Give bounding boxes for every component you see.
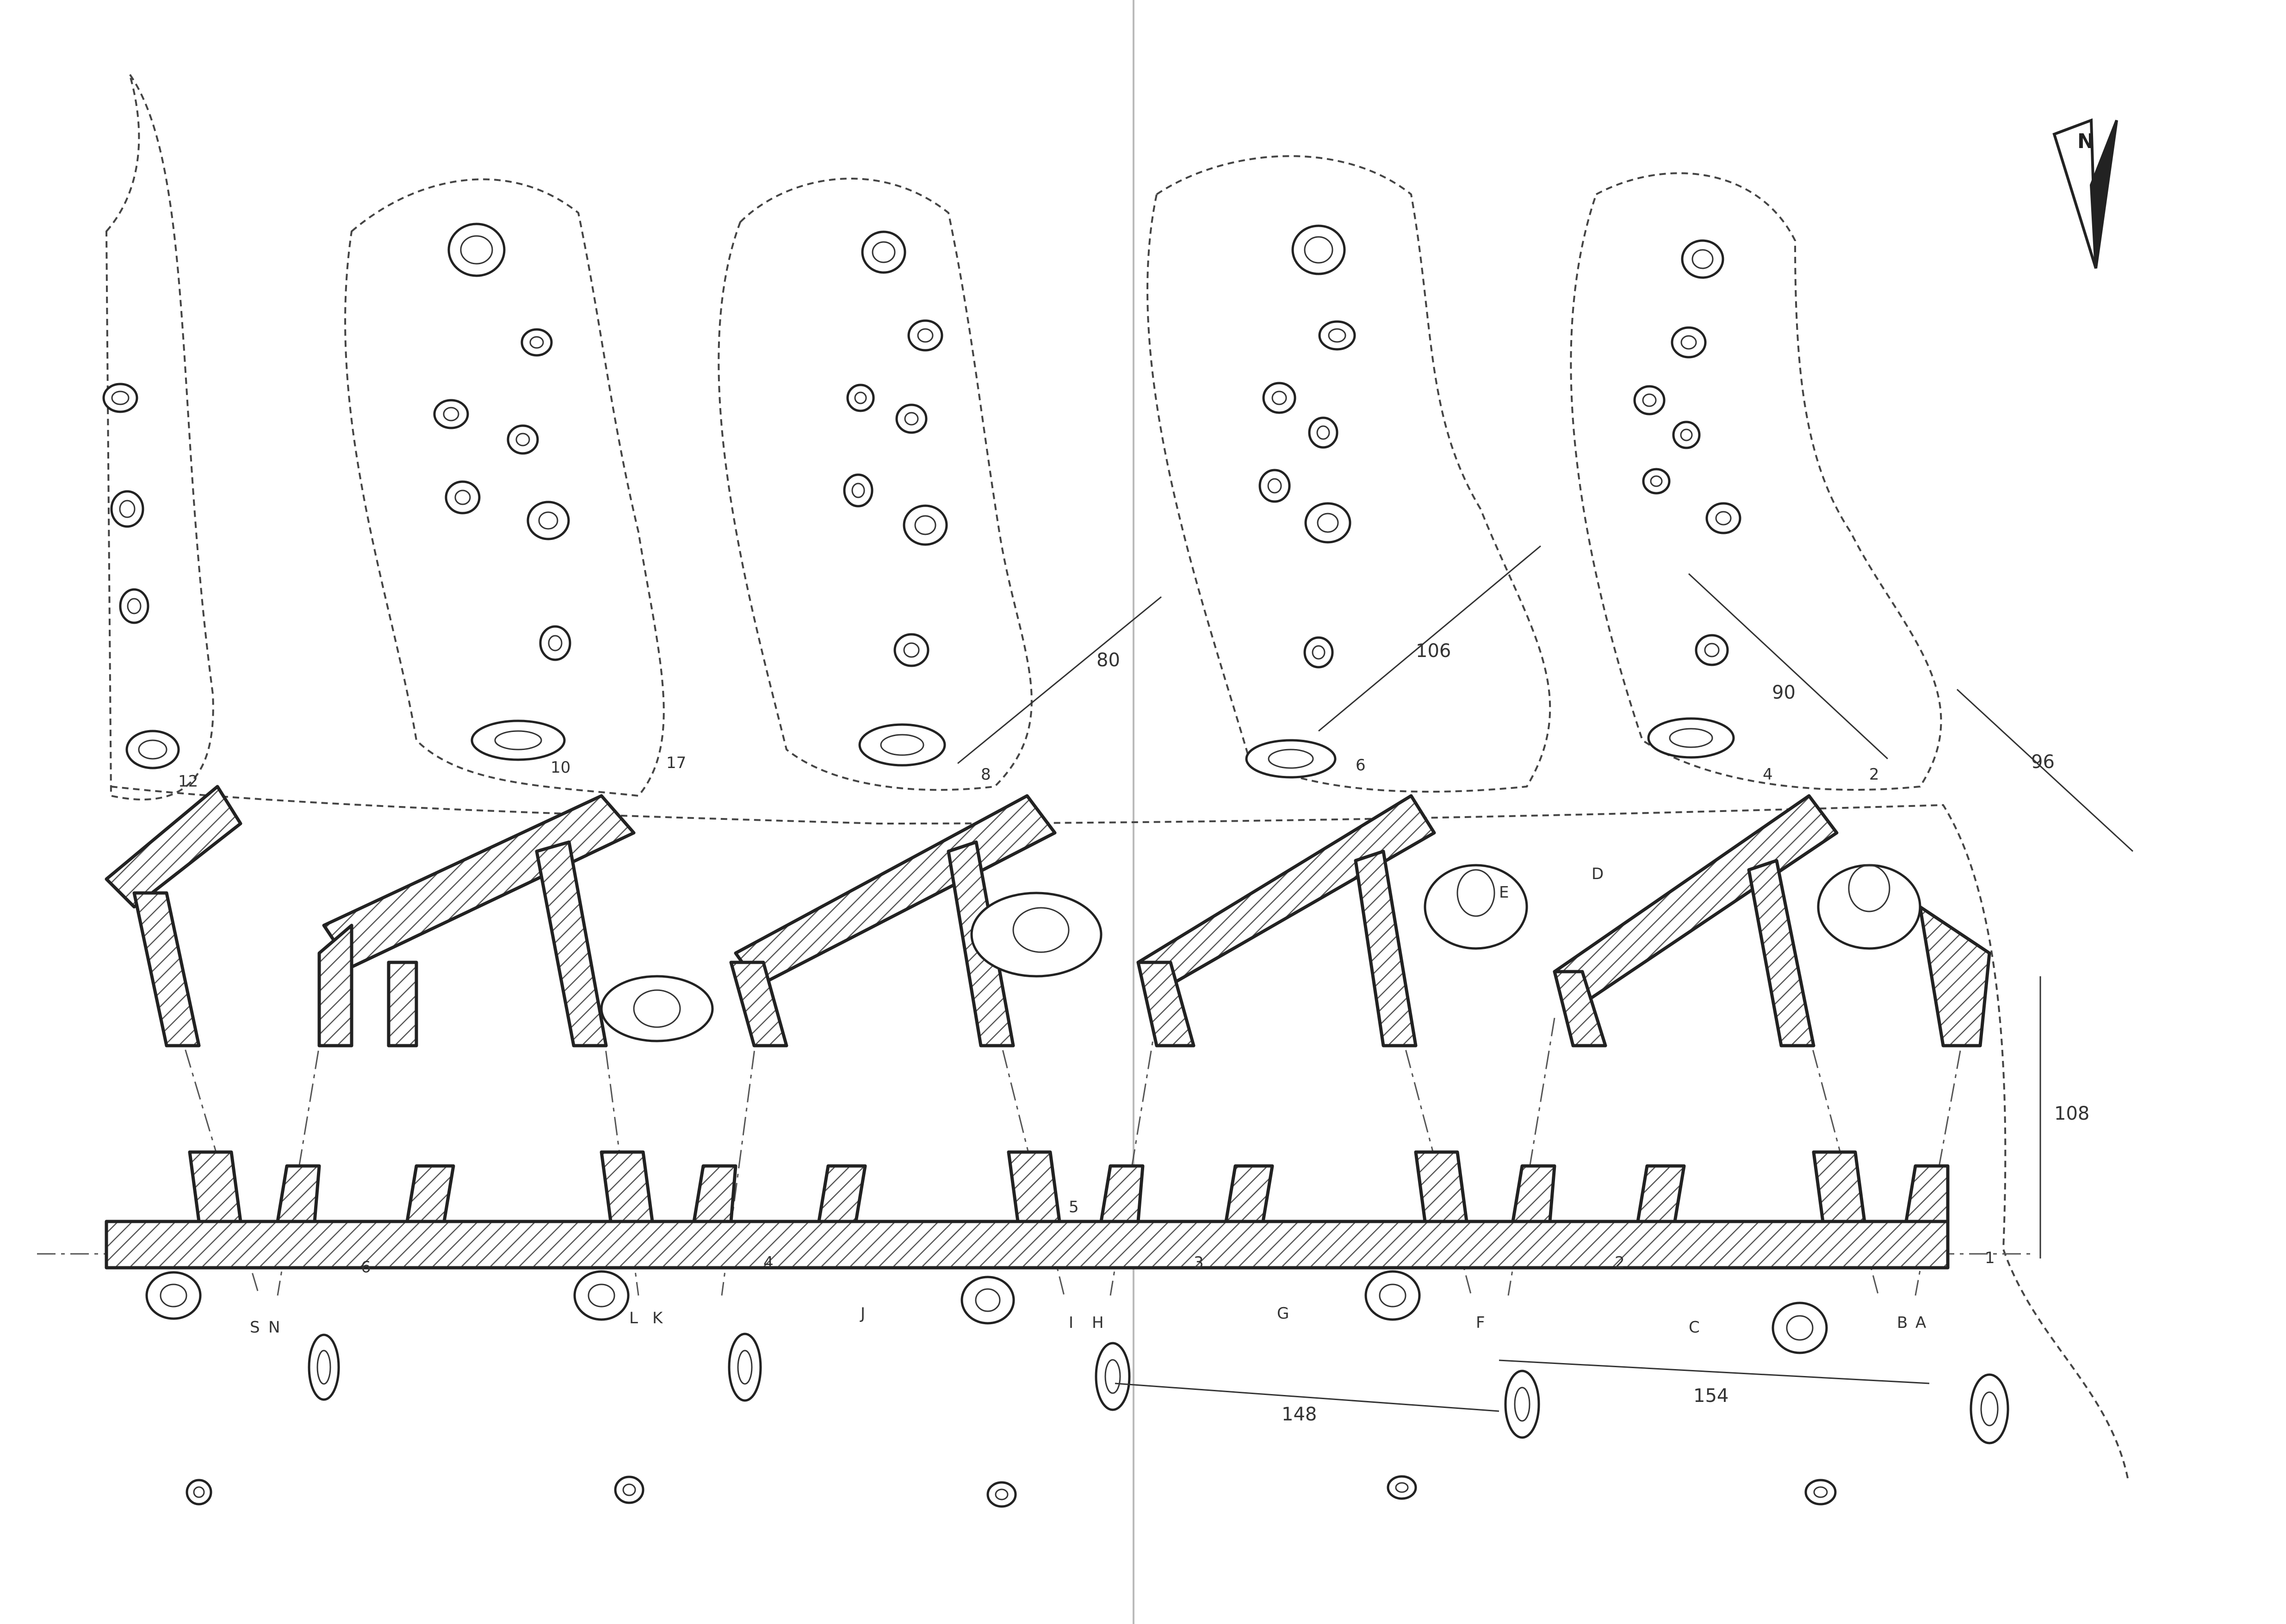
- foundation-strip: [105, 1150, 1950, 1270]
- wall-label: 6: [1356, 756, 1366, 775]
- gabled-walls: [105, 785, 1991, 1048]
- wall-number-labels: 12 10 8 6 4 2 17: [178, 754, 1879, 791]
- ground-stones-row-3: [186, 1475, 1837, 1508]
- axis-letter: J: [860, 1304, 865, 1323]
- wall-label: 10: [551, 758, 570, 777]
- axis-letter: I: [1069, 1314, 1073, 1332]
- dimension-label: 90: [1772, 682, 1796, 703]
- hearth-features: [600, 864, 1921, 1042]
- stone-group-2: [433, 223, 571, 761]
- axis-number: 5: [1069, 1198, 1079, 1216]
- axis-number: 6: [361, 1258, 371, 1277]
- wall-label: 8: [981, 765, 991, 784]
- axis-letter-labels: S N L K J I H G F E D C B A: [250, 865, 1926, 1337]
- stone-group-3: [843, 230, 948, 767]
- dimension-label: 96: [2031, 751, 2055, 773]
- axis-letter: L: [629, 1309, 638, 1327]
- axis-letter: F: [1476, 1314, 1485, 1332]
- north-arrow-icon: N: [2052, 118, 2118, 269]
- axis-number-labels: 1 2 3 4 5 6: [361, 1198, 1995, 1277]
- dimension-label: 108: [2054, 1103, 2089, 1124]
- axis-number: 4: [763, 1253, 774, 1272]
- axis-letter: H: [1092, 1314, 1104, 1332]
- axis-letter: K: [652, 1309, 663, 1327]
- axis-letter: A: [1915, 1314, 1926, 1332]
- wall-label: 4: [1763, 765, 1773, 784]
- axis-number: 1: [1985, 1249, 1995, 1267]
- stone-markers: [102, 223, 2009, 1508]
- axis-letter: D: [1592, 865, 1604, 883]
- wall-label: 17: [666, 754, 686, 772]
- stone-group-4: [1245, 224, 1356, 779]
- vegetation-outlines: [105, 73, 2129, 1481]
- axis-letter: C: [1689, 1318, 1700, 1337]
- axis-letter: E: [1499, 883, 1509, 902]
- dimension-label: 106: [1416, 640, 1451, 662]
- wall-label: 2: [1869, 765, 1879, 784]
- north-label: N: [2077, 130, 2094, 153]
- wall-label: 12: [178, 772, 198, 791]
- stone-group-1: [102, 383, 180, 769]
- axis-letter: B: [1897, 1314, 1908, 1332]
- ground-stones-row-2: [308, 1333, 2009, 1444]
- ground-stones-row-1: [145, 1270, 1828, 1354]
- axis-letter: G: [1277, 1304, 1289, 1323]
- stone-group-5: [1633, 239, 1741, 759]
- axis-letter: S: [250, 1318, 260, 1337]
- dimension-labels: 80 106 90 96 108 148 154: [1097, 640, 2089, 1425]
- dimension-lines: [957, 545, 2134, 1412]
- dimension-label: 148: [1282, 1404, 1317, 1425]
- axis-letter: N: [268, 1318, 280, 1337]
- axis-number: 3: [1194, 1253, 1204, 1272]
- dimension-label: 154: [1693, 1385, 1728, 1407]
- dimension-label: 80: [1097, 650, 1120, 671]
- axis-number: 2: [1615, 1253, 1625, 1272]
